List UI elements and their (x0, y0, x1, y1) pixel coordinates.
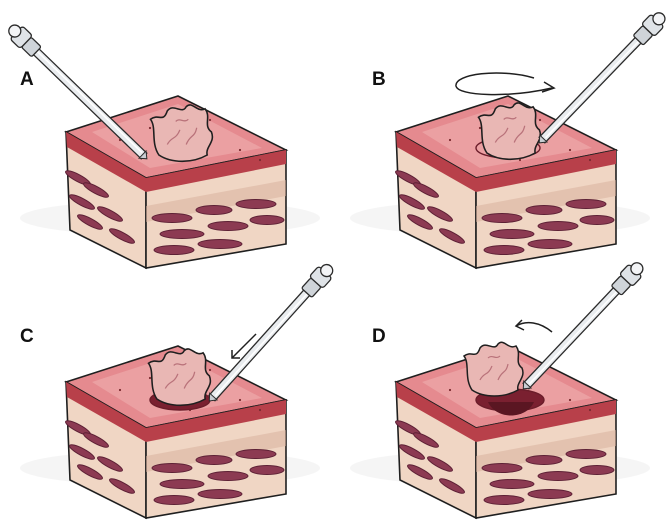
muscle-band (236, 200, 276, 209)
muscle-band (526, 456, 562, 465)
skin-pore (209, 369, 211, 371)
muscle-band (528, 490, 572, 499)
panel-c-illustration (20, 260, 337, 518)
punch-shaft-highlight (545, 41, 638, 138)
skin-pore (209, 119, 211, 121)
muscle-band (580, 216, 614, 225)
muscle-band (152, 464, 192, 473)
muscle-band (236, 450, 276, 459)
muscle-band (152, 214, 192, 223)
skin-pore (259, 159, 261, 161)
muscle-band (528, 240, 572, 249)
muscle-band (198, 240, 242, 249)
muscle-band (526, 206, 562, 215)
lesion (464, 342, 523, 396)
muscle-band (196, 456, 232, 465)
panel-d-illustration (350, 258, 650, 518)
skin-pore (589, 159, 591, 161)
skin-pore (149, 377, 151, 379)
muscle-band (490, 480, 534, 489)
punch-shaft (539, 36, 642, 143)
muscle-band (208, 472, 248, 481)
muscle-band (250, 216, 284, 225)
curved-arrowhead (516, 320, 524, 330)
skin-pore (149, 127, 151, 129)
curved-arrow-icon (516, 320, 552, 332)
skin-pore (569, 399, 571, 401)
skin-pore (449, 389, 451, 391)
skin-pore (569, 149, 571, 151)
muscle-band (580, 466, 614, 475)
panel-a-illustration (4, 20, 320, 268)
lesion-body (464, 342, 523, 396)
muscle-band (208, 222, 248, 231)
skin-pore (539, 119, 541, 121)
skin-pore (589, 409, 591, 411)
skin-pore (119, 389, 121, 391)
muscle-band (250, 466, 284, 475)
biopsy-punch (533, 8, 668, 149)
punch-shaft-highlight (215, 294, 307, 396)
muscle-band (482, 464, 522, 473)
skin-pore (259, 409, 261, 411)
muscle-band (484, 246, 524, 255)
punch-shaft (523, 286, 620, 388)
muscle-band (490, 230, 534, 239)
muscle-band (538, 472, 578, 481)
punch-shaft-highlight (529, 291, 617, 384)
skin-pore (449, 139, 451, 141)
muscle-band (196, 206, 232, 215)
panel-b-illustration (350, 8, 668, 268)
rotation-arrow-path (456, 73, 552, 95)
muscle-band (154, 246, 194, 255)
skin-pore (239, 149, 241, 151)
muscle-band (482, 214, 522, 223)
muscle-band (160, 230, 204, 239)
muscle-band (160, 480, 204, 489)
muscle-band (154, 496, 194, 505)
muscle-band (566, 200, 606, 209)
rotation-arrowhead (542, 82, 554, 92)
muscle-band (484, 496, 524, 505)
biopsy-punch (517, 258, 648, 395)
curved-arrow-path (516, 323, 552, 332)
muscle-band (566, 450, 606, 459)
rotation-arrow-icon (456, 73, 554, 95)
skin-pore (239, 399, 241, 401)
biopsy-punch (203, 260, 338, 407)
muscle-band (538, 222, 578, 231)
muscle-band (198, 490, 242, 499)
